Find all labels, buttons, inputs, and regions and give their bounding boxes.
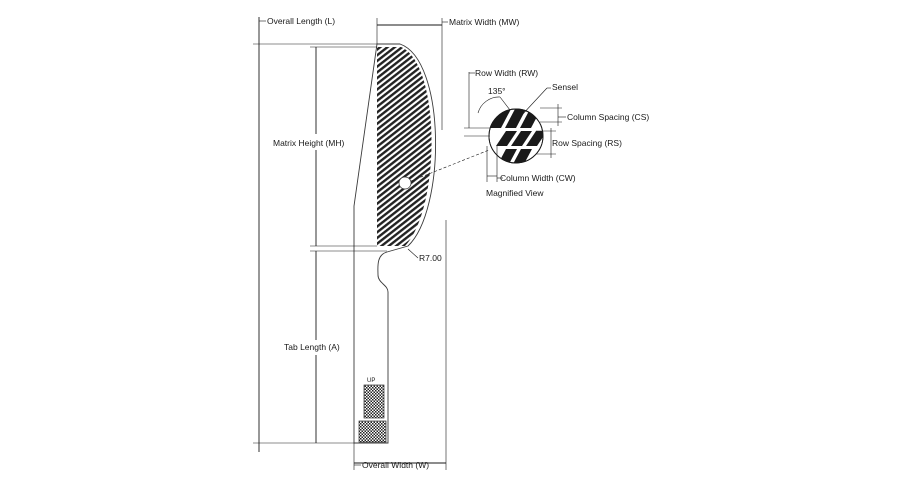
sensel-label: Sensel xyxy=(552,82,578,92)
tab-pads: UP xyxy=(358,378,387,443)
sensing-matrix xyxy=(377,47,432,246)
column-width-label: Column Width (CW) xyxy=(500,173,576,183)
magnified-view: Row Width (RW) 135° Sensel Column Spacin… xyxy=(410,68,649,198)
overall-width-label: Overall Width (W) xyxy=(362,460,429,470)
tab-length-dimension: Tab Length (A) xyxy=(284,251,340,443)
matrix-height-label: Matrix Height (MH) xyxy=(273,138,344,148)
matrix-width-dimension: Matrix Width (MW) xyxy=(376,17,520,130)
matrix-zoom-circle xyxy=(398,176,412,190)
overall-width-dimension: Overall Width (W) xyxy=(353,220,447,470)
column-spacing-label: Column Spacing (CS) xyxy=(567,112,649,122)
radius-callout: R7.00 xyxy=(407,248,442,263)
overall-length-dimension: Overall Length (L) xyxy=(253,16,377,452)
magnified-view-caption: Magnified View xyxy=(486,188,544,198)
up-marker: UP xyxy=(367,378,375,384)
matrix-height-dimension: Matrix Height (MH) xyxy=(273,46,387,252)
angle-label: 135° xyxy=(488,86,506,96)
row-spacing-label: Row Spacing (RS) xyxy=(552,138,622,148)
matrix-width-label: Matrix Width (MW) xyxy=(449,17,520,27)
radius-label: R7.00 xyxy=(419,253,442,263)
overall-length-label: Overall Length (L) xyxy=(267,16,335,26)
tab-length-label: Tab Length (A) xyxy=(284,342,340,352)
row-width-label: Row Width (RW) xyxy=(475,68,538,78)
